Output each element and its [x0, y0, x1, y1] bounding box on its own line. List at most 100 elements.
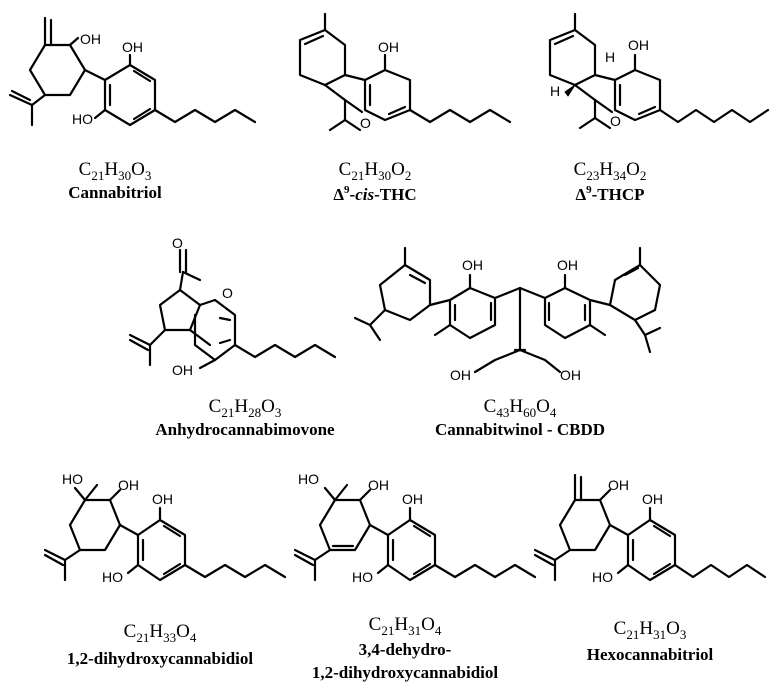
atom-label: OH	[557, 257, 578, 273]
formula-segment: H	[599, 159, 613, 180]
structure-d9-cis-thc	[298, 12, 512, 132]
formula-segment: 23	[586, 168, 599, 183]
formula-segment: 43	[496, 405, 509, 420]
atom-label: O	[172, 235, 183, 251]
structure-dihydroxycannabidiol	[43, 483, 287, 582]
atom-label: H	[550, 83, 560, 99]
formula-segment: 21	[626, 627, 639, 642]
atom-label: OH	[122, 39, 143, 55]
atom-label: HO	[62, 471, 83, 487]
atom-label: OH	[118, 477, 139, 493]
formula-segment: C	[369, 614, 382, 635]
atom-label: OH	[450, 367, 471, 383]
atom-label: O	[360, 115, 371, 131]
compound-name: 1,2-dihydroxycannabidiol	[67, 649, 254, 668]
formula-segment: 34	[613, 168, 627, 183]
atom-label: OH	[462, 257, 483, 273]
formula-segment: C	[124, 621, 137, 642]
compound-name: Δ9-cis-THC	[333, 184, 416, 204]
formula-segment: 3	[275, 405, 282, 420]
structure-cannabitriol	[8, 16, 257, 127]
molecular-formula: C21H30O3	[79, 159, 152, 183]
compound-name: Cannabitwinol - CBDD	[435, 420, 605, 439]
compound-name: Anhydrocannabimovone	[155, 420, 335, 439]
formula-segment: 21	[221, 405, 234, 420]
name-segment: 9	[586, 184, 592, 196]
formula-segment: C	[209, 396, 222, 417]
molecular-formula: C21H30O2	[339, 159, 412, 183]
formula-segment: H	[639, 618, 653, 639]
formula-segment: 30	[118, 168, 131, 183]
formula-segment: O	[131, 159, 145, 180]
atom-label: HO	[592, 569, 613, 585]
formula-segment: 2	[405, 168, 412, 183]
formula-segment: 28	[248, 405, 261, 420]
formula-segment: H	[234, 396, 248, 417]
atom-label: H	[605, 49, 615, 65]
formula-segment: 4	[190, 630, 197, 645]
atom-label: OH	[628, 37, 649, 53]
atom-label: OH	[560, 367, 581, 383]
formula-segment: H	[394, 614, 408, 635]
name-segment: Hexocannabitriol	[587, 645, 714, 664]
name-segment: -	[350, 185, 356, 204]
formula-segment: O	[176, 621, 190, 642]
atom-label: OH	[642, 491, 663, 507]
name-segment: cis	[355, 185, 374, 204]
molecular-formula: C21H31O4	[369, 614, 442, 638]
atom-label: OH	[608, 477, 629, 493]
formula-segment: O	[421, 614, 435, 635]
atom-label: OH	[368, 477, 389, 493]
formula-segment: H	[149, 621, 163, 642]
atom-label: OH	[80, 31, 101, 47]
formula-segment: 21	[91, 168, 104, 183]
atom-label: OH	[172, 362, 193, 378]
atom-label: OH	[402, 491, 423, 507]
formula-segment: O	[536, 396, 550, 417]
structure-dehydro-dihydroxycannabidiol	[293, 483, 537, 582]
formula-segment: O	[261, 396, 275, 417]
formula-segment: 30	[378, 168, 391, 183]
formula-segment: H	[104, 159, 118, 180]
structure-anhydrocannabimovone	[128, 248, 337, 370]
formula-segment: 33	[163, 630, 176, 645]
formula-segment: O	[666, 618, 680, 639]
structure-hexocannabitriol	[533, 473, 767, 582]
compound-name: 3,4-dehydro-	[359, 640, 452, 659]
formula-segment: 3	[680, 627, 687, 642]
name-segment: Δ	[333, 185, 344, 204]
formula-segment: H	[364, 159, 378, 180]
formula-segment: 21	[351, 168, 364, 183]
molecular-formula: C21H33O4	[124, 621, 197, 645]
molecular-formula: C21H28O3	[209, 396, 282, 420]
formula-segment: 31	[408, 623, 421, 638]
formula-segment: C	[79, 159, 92, 180]
structure-d9-thcp	[548, 12, 770, 130]
name-segment: 1,2-dihydroxycannabidiol	[67, 649, 254, 668]
compound-name: Δ9-THCP	[575, 184, 644, 204]
molecular-formula: C23H34O2	[574, 159, 647, 183]
formula-segment: C	[614, 618, 627, 639]
name-segment: Anhydrocannabimovone	[155, 420, 335, 439]
atom-label: HO	[298, 471, 319, 487]
atom-label: HO	[352, 569, 373, 585]
atom-label: OH	[152, 491, 173, 507]
atom-label: OH	[378, 39, 399, 55]
name-segment: Cannabitwinol - CBDD	[435, 420, 605, 439]
atom-label: HO	[102, 569, 123, 585]
atom-label: O	[222, 285, 233, 301]
formula-segment: 4	[550, 405, 557, 420]
formula-segment: 21	[136, 630, 149, 645]
formula-segment: H	[509, 396, 523, 417]
name-segment: Δ	[575, 185, 586, 204]
formula-segment: 3	[145, 168, 152, 183]
compound-name-line2: 1,2-dihydroxycannabidiol	[312, 663, 499, 682]
name-segment: 3,4-dehydro-	[359, 640, 452, 659]
name-segment: 9	[344, 184, 350, 196]
atom-label: HO	[72, 111, 93, 127]
molecular-formula: C21H31O3	[614, 618, 687, 642]
formula-segment: 21	[381, 623, 394, 638]
formula-segment: 31	[653, 627, 666, 642]
atom-label: O	[610, 113, 621, 129]
